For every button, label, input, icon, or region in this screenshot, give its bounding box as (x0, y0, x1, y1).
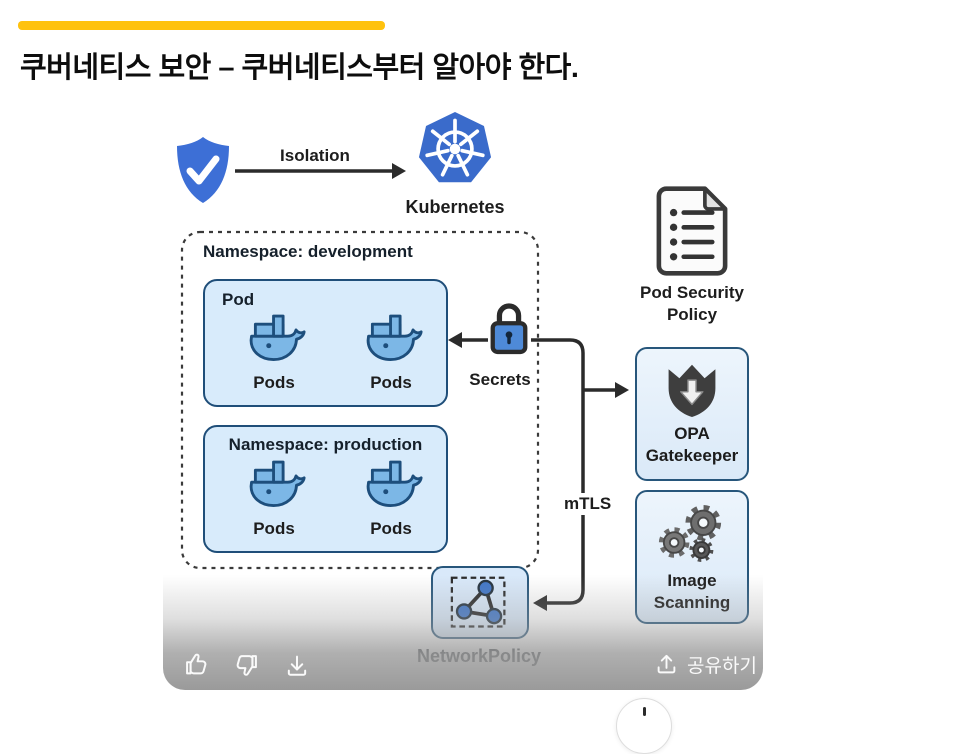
image-scanning-box: Image Scanning (635, 490, 749, 624)
pods-label: Pods (253, 519, 295, 538)
shield-check-icon (177, 137, 229, 203)
image-scanning-label: Image Scanning (653, 571, 731, 613)
share-button[interactable]: 공유하기 (653, 651, 757, 678)
pods-label: Pods (253, 373, 295, 392)
namespace-production-title: Namespace: production (228, 435, 423, 454)
thumbs-up-button[interactable] (183, 650, 211, 678)
download-button[interactable] (283, 652, 311, 680)
kubernetes-icon (418, 112, 492, 183)
pod-security-policy-icon (656, 186, 728, 276)
prod-pod-box: Namespace: production Pods Pods (203, 425, 448, 553)
diagram-card: Isolation Kubernetes Namespace: developm… (163, 98, 763, 690)
title-accent-bar (18, 21, 385, 30)
scroll-down-arrow-icon (642, 707, 646, 716)
network-policy-label: NetworkPolicy (416, 646, 542, 666)
docker-whale-icon (242, 314, 307, 364)
network-policy-box (431, 566, 529, 639)
pod-security-policy-label: Pod Security Policy (640, 283, 744, 325)
share-icon (657, 654, 676, 674)
share-label: 공유하기 (687, 656, 757, 677)
dev-pod-box: Pod Pods Pods (203, 279, 448, 407)
pod-group-label: Pod (222, 290, 255, 309)
docker-whale-icon (359, 314, 424, 364)
secrets-label: Secrets (469, 370, 531, 389)
opa-gatekeeper-label: OPA Gatekeeper (645, 424, 739, 466)
gatekeeper-shield-icon (668, 364, 716, 417)
secrets-lock-icon (490, 303, 528, 355)
thumbs-down-button[interactable] (232, 652, 260, 680)
pods-label: Pods (370, 519, 412, 538)
namespace-development-title: Namespace: development (203, 242, 413, 261)
gears-icon (658, 504, 722, 563)
pods-label: Pods (370, 373, 412, 392)
docker-whale-icon (242, 460, 307, 510)
kubernetes-label: Kubernetes (405, 197, 505, 217)
isolation-label: Isolation (280, 146, 350, 165)
opa-gatekeeper-box: OPA Gatekeeper (635, 347, 749, 481)
docker-whale-icon (359, 460, 424, 510)
page-title: 쿠버네티스 보안 – 쿠버네티스부터 알아야 한다. (20, 52, 579, 84)
network-policy-icon (450, 576, 506, 628)
mtls-label: mTLS (560, 493, 616, 515)
scroll-down-button[interactable] (616, 698, 672, 754)
